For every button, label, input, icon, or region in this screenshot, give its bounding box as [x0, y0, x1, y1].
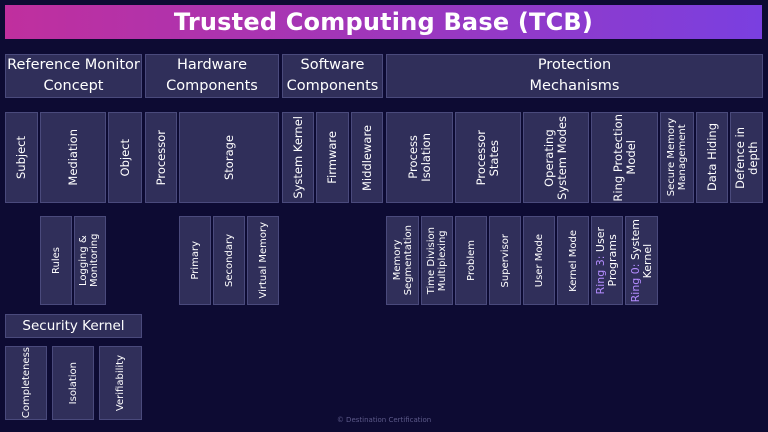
item-label: Subject — [14, 136, 28, 179]
header-line: Components — [166, 78, 258, 94]
header-software: Software Components — [282, 54, 383, 98]
item-label: Isolation — [418, 133, 433, 182]
page-title-banner: Trusted Computing Base (TCB) — [5, 5, 762, 39]
item-storage: Storage — [179, 112, 279, 203]
item-label: Secure Memory — [666, 118, 677, 197]
item-label: Object — [117, 138, 132, 177]
item-ring-3: Ring 3: User Programs — [591, 216, 623, 305]
item-rules: Rules — [40, 216, 72, 305]
ring-0-rest: System — [628, 218, 642, 264]
item-label: System Kernel — [290, 116, 305, 199]
item-isolation: Isolation — [52, 346, 94, 420]
item-subject: Subject — [5, 112, 38, 203]
ring-0-line: Ring 0: System — [628, 218, 642, 303]
item-object: Object — [108, 112, 142, 203]
header-line: Concept — [43, 78, 104, 94]
header-line: Security Kernel — [22, 318, 125, 334]
item-label: Ring Protection — [610, 113, 625, 202]
header-line: Protection — [537, 57, 612, 73]
item-label: System Modes — [555, 115, 569, 200]
item-label: Middleware — [359, 124, 374, 191]
item-label: Problem — [465, 240, 477, 281]
item-kernel-mode: Kernel Mode — [557, 216, 589, 305]
item-label: Defence in — [732, 126, 747, 189]
item-label: Management — [677, 124, 688, 191]
item-label: Multiplexing — [437, 230, 448, 291]
item-data-hiding: Data Hiding — [696, 112, 728, 203]
item-processor-states: Processor States — [455, 112, 521, 203]
header-protection: Protection Mechanisms — [386, 54, 763, 98]
item-ring-protection: Ring Protection Model — [591, 112, 658, 203]
item-verifiability: Verifiability — [99, 346, 142, 420]
item-label: Verifiability — [115, 354, 126, 412]
header-reference-monitor: Reference Monitor Concept — [5, 54, 142, 98]
item-label: Logging & Monitoring — [78, 233, 100, 288]
item-secondary: Secondary — [213, 216, 245, 305]
item-label: Firmware — [325, 131, 339, 184]
item-system-kernel: System Kernel — [282, 112, 314, 203]
header-line: Mechanisms — [529, 78, 620, 94]
item-label: Mediation — [65, 129, 80, 186]
ring-0-prefix: Ring 0: — [628, 263, 642, 303]
header-hardware: Hardware Components — [145, 54, 279, 98]
item-label: Process — [405, 135, 420, 180]
header-line: Hardware — [176, 57, 247, 73]
item-mediation: Mediation — [40, 112, 106, 203]
item-label: Segmentation — [402, 225, 414, 296]
header-line: Reference Monitor — [7, 57, 140, 73]
item-label: Rules — [50, 247, 62, 274]
item-os-modes: Operating System Modes — [523, 112, 589, 203]
header-line: Software — [300, 57, 365, 73]
item-label: Processor — [153, 129, 168, 186]
item-process-isolation: Process Isolation — [386, 112, 453, 203]
item-ring-0: Ring 0: System Kernel — [625, 216, 658, 305]
item-label: Isolation — [67, 361, 79, 405]
header-security-kernel: Security Kernel — [5, 314, 142, 338]
item-middleware: Middleware — [351, 112, 383, 203]
item-supervisor: Supervisor — [489, 216, 521, 305]
item-label: Supervisor — [499, 233, 511, 288]
item-label: Time Division — [426, 226, 437, 295]
item-label: Secondary — [223, 234, 235, 287]
item-virtual-memory: Virtual Memory — [247, 216, 279, 305]
item-label: Model — [623, 140, 638, 175]
item-label: Memory — [391, 240, 403, 281]
ring-0-line2: Kernel — [640, 243, 654, 278]
page-title: Trusted Computing Base (TCB) — [173, 8, 594, 36]
item-completeness: Completeness — [5, 346, 47, 420]
item-label: States — [487, 139, 501, 176]
item-label: Data Hiding — [704, 123, 719, 192]
item-label: depth — [745, 140, 760, 175]
item-label: Kernel Mode — [567, 229, 579, 292]
header-line: Components — [286, 78, 379, 94]
item-label: Completeness — [20, 347, 32, 419]
item-processor: Processor — [145, 112, 177, 203]
item-label: Storage — [221, 135, 236, 180]
item-label: User Mode — [533, 233, 545, 288]
item-memory-segmentation: Memory Segmentation — [386, 216, 419, 305]
item-logging-monitoring: Logging & Monitoring — [74, 216, 106, 305]
item-firmware: Firmware — [316, 112, 349, 203]
item-time-division-multiplexing: Time Division Multiplexing — [421, 216, 453, 305]
item-problem: Problem — [455, 216, 487, 305]
footer-credit: © Destination Certification — [336, 416, 432, 424]
item-secure-memory: Secure Memory Management — [660, 112, 694, 203]
item-label: Virtual Memory — [257, 222, 269, 299]
item-defence-in-depth: Defence in depth — [730, 112, 763, 203]
item-user-mode: User Mode — [523, 216, 555, 305]
item-primary: Primary — [179, 216, 211, 305]
ring-3-line2: Programs — [606, 234, 619, 287]
item-label: Primary — [189, 241, 201, 280]
